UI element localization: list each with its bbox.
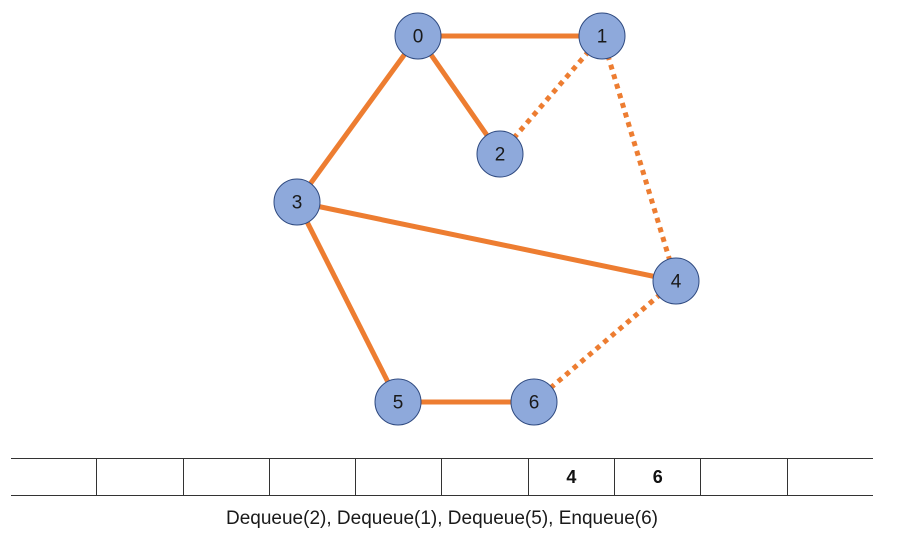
node-circle-4 (652, 257, 700, 305)
node-label-2: 2 (495, 145, 506, 166)
node-circle-6 (510, 378, 558, 426)
node-3: 3 (273, 178, 321, 226)
node-circle-0 (394, 12, 442, 60)
nodes-layer: 0 1 2 3 4 5 6 (273, 12, 700, 426)
node-5: 5 (374, 378, 422, 426)
node-circle-2 (476, 130, 524, 178)
edge-0-2 (415, 34, 503, 156)
node-label-5: 5 (393, 393, 404, 414)
queue-cell-4 (356, 459, 443, 495)
edge-3-5 (294, 200, 401, 404)
edge-0-3 (294, 34, 421, 204)
node-circle-3 (273, 178, 321, 226)
node-0: 0 (394, 12, 442, 60)
operations-caption: Dequeue(2), Dequeue(1), Dequeue(5), Enqu… (226, 508, 658, 529)
node-6: 6 (510, 378, 558, 426)
node-4: 4 (652, 257, 700, 305)
node-circle-1 (578, 12, 626, 60)
node-label-1: 1 (597, 27, 608, 48)
queue-cell-1 (97, 459, 184, 495)
edges-layer (294, 33, 679, 405)
node-circle-5 (374, 378, 422, 426)
node-1: 1 (578, 12, 626, 60)
queue-cell-9 (788, 459, 873, 495)
node-label-4: 4 (671, 272, 682, 293)
node-2: 2 (476, 130, 524, 178)
queue-cell-3 (270, 459, 357, 495)
queue-cell-0 (11, 459, 98, 495)
queue-cell-8 (701, 459, 788, 495)
edge-3-4 (296, 199, 677, 284)
edge-1-4 (599, 35, 679, 282)
node-label-6: 6 (529, 393, 540, 414)
node-label-0: 0 (413, 27, 424, 48)
queue-cell-7: 6 (615, 459, 702, 495)
queue-cell-6: 4 (529, 459, 616, 495)
queue: 4 6 (11, 458, 873, 496)
queue-cell-5 (442, 459, 529, 495)
queue-cell-2 (184, 459, 270, 495)
edge-4-6 (532, 279, 678, 404)
node-label-3: 3 (292, 193, 303, 214)
